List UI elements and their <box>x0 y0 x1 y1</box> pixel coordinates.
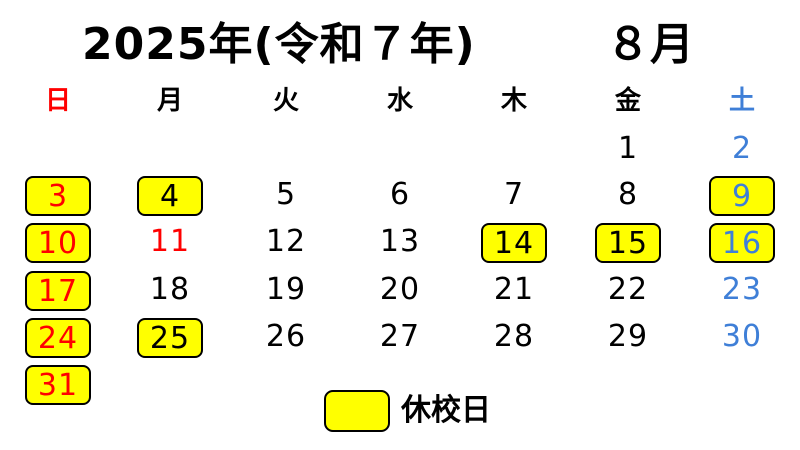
calendar-day-holiday: 14 <box>481 223 547 263</box>
calendar-day-holiday: 17 <box>25 271 91 311</box>
weekday-header-sun: 日 <box>44 86 71 116</box>
calendar-day: 23 <box>721 272 763 307</box>
calendar-day: 1 <box>617 131 639 166</box>
calendar-day: 28 <box>493 319 535 354</box>
month-title: ８月 <box>606 19 694 70</box>
calendar-day-holiday: 25 <box>137 318 203 358</box>
year-era-title: 2025年(令和７年) <box>82 19 476 70</box>
calendar-day-holiday: 9 <box>709 176 775 216</box>
calendar-day-holiday: 15 <box>595 223 661 263</box>
calendar-day: 7 <box>503 177 525 212</box>
calendar-day: 29 <box>607 319 649 354</box>
calendar-title: 2025年(令和７年) ８月 <box>0 2 800 72</box>
calendar-day: 20 <box>379 272 421 307</box>
calendar-day: 19 <box>265 272 307 307</box>
calendar-day: 30 <box>721 319 763 354</box>
calendar-day: 27 <box>379 319 421 354</box>
legend-holiday-swatch <box>324 390 390 432</box>
calendar-day-holiday: 4 <box>137 176 203 216</box>
weekday-header-wed: 水 <box>386 86 413 116</box>
weekday-header-thu: 木 <box>500 86 527 116</box>
calendar-day: 22 <box>607 272 649 307</box>
calendar-day: 26 <box>265 319 307 354</box>
calendar-day: 18 <box>149 272 191 307</box>
legend-holiday-label: 休校日 <box>401 393 491 428</box>
calendar-day: 5 <box>275 177 297 212</box>
weekday-header-tue: 火 <box>272 86 299 116</box>
calendar-day-holiday: 24 <box>25 318 91 358</box>
weekday-header-mon: 月 <box>156 86 183 116</box>
calendar-day-holiday: 31 <box>25 365 91 405</box>
calendar-day-holiday: 10 <box>25 223 91 263</box>
calendar-day: 21 <box>493 272 535 307</box>
calendar-day: 13 <box>379 224 421 259</box>
weekday-header-fri: 金 <box>614 86 641 116</box>
calendar-day: 11 <box>149 224 191 259</box>
calendar-day: 12 <box>265 224 307 259</box>
calendar-day-holiday: 3 <box>25 176 91 216</box>
calendar-day: 8 <box>617 177 639 212</box>
calendar-day-holiday: 16 <box>709 223 775 263</box>
calendar-day: 2 <box>731 131 753 166</box>
weekday-header-sat: 土 <box>728 86 755 116</box>
calendar-day: 6 <box>389 177 411 212</box>
